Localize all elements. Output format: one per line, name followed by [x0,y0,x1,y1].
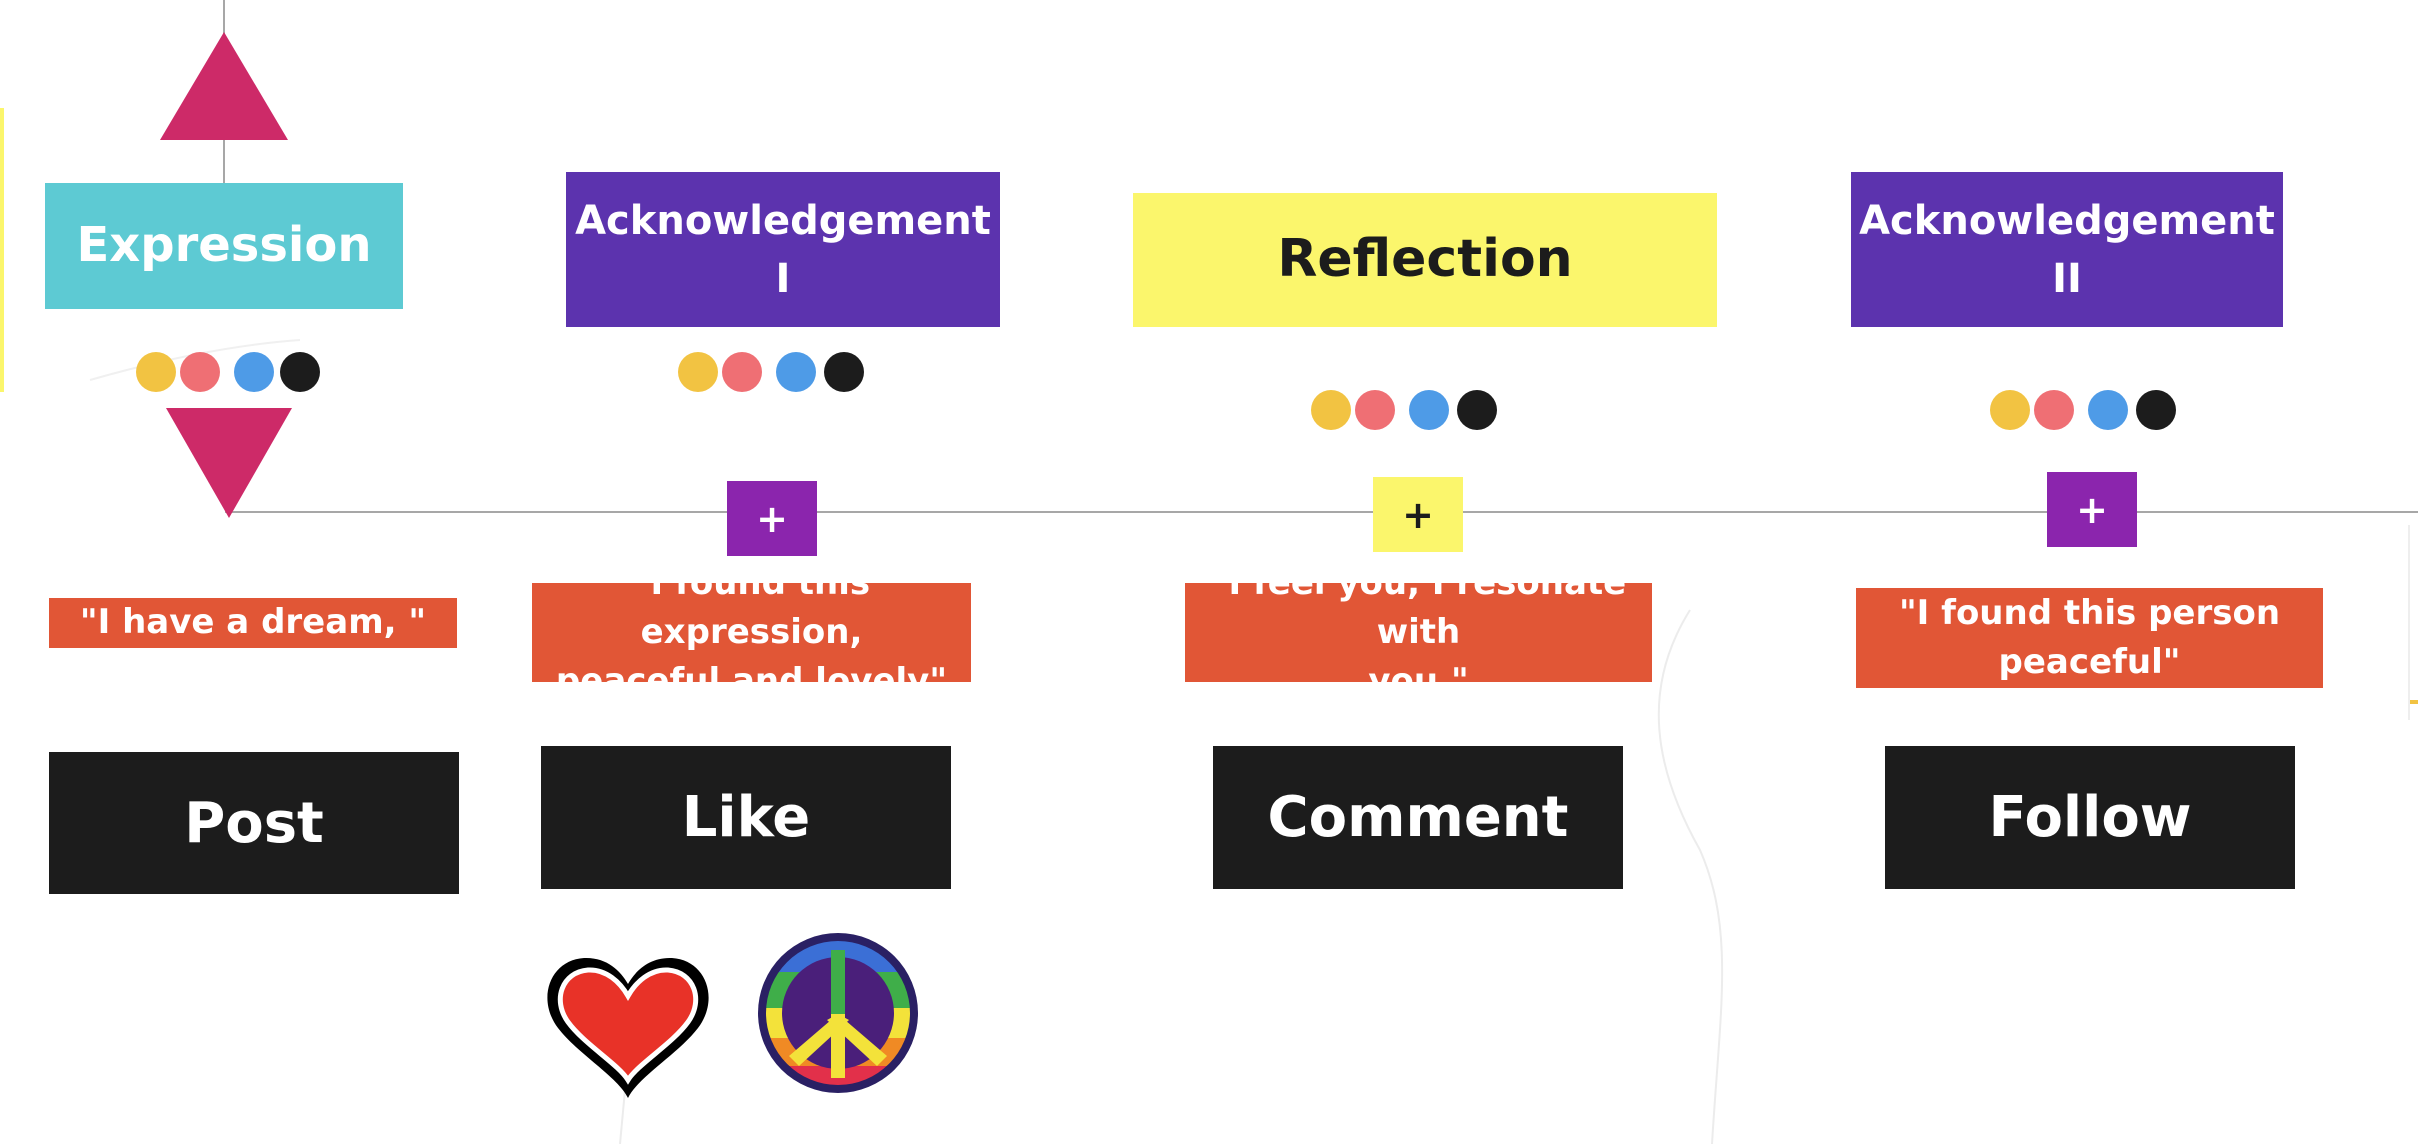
stage-acknowledgement-2-label: Acknowledgement II [1859,197,2275,302]
dot-blue [2088,390,2128,430]
add-button-acknowledgement-1[interactable]: + [727,481,817,556]
left-edge-shape [0,108,4,392]
reaction-dots-acknowledgement-2 [1990,390,2180,430]
quote-acknowledgement-1: "I found this expression, peaceful and l… [532,563,971,701]
dot-blue [776,352,816,392]
follow-button-label: Follow [1988,785,2192,850]
reaction-dots-acknowledgement-1 [678,352,868,392]
dot-black [824,352,864,392]
add-button-acknowledgement-2[interactable]: + [2047,472,2137,547]
stage-reflection[interactable]: Reflection [1133,193,1717,327]
post-button[interactable]: Post [49,752,459,894]
dot-black [1457,390,1497,430]
dot-blue [1409,390,1449,430]
quote-acknowledgement-2-text: "I found this person peaceful" [1898,592,2281,682]
quote-expression-text: "I have a dream, " [79,602,427,643]
dot-yellow [1990,390,2030,430]
dot-black [280,352,320,392]
like-button-label: Like [681,785,811,850]
stage-acknowledgement-1[interactable]: Acknowledgement I [566,172,1000,327]
add-button-label: + [2076,487,2108,532]
reaction-dots-expression [136,352,322,392]
dot-yellow [1311,390,1351,430]
quote-reflection-text: "I feel you, I resonate with you." [1210,562,1627,702]
stage-expression[interactable]: Expression [45,183,403,309]
dot-black [2136,390,2176,430]
quote-acknowledgement-2: "I found this person peaceful" [1856,588,2323,688]
add-button-label: + [756,496,788,541]
add-button-label: + [1402,492,1434,537]
add-button-reflection[interactable]: + [1373,477,1463,552]
reaction-dots-reflection [1311,390,1501,430]
dot-blue [234,352,274,392]
dot-pink [2034,390,2074,430]
like-button[interactable]: Like [541,746,951,889]
heart-icon [547,957,709,1098]
post-button-label: Post [184,790,324,856]
dot-pink [180,352,220,392]
follow-button[interactable]: Follow [1885,746,2295,889]
peace-sign-icon [758,933,918,1093]
comment-button-label: Comment [1267,785,1569,850]
stage-reflection-label: Reflection [1277,229,1573,290]
stage-acknowledgement-2[interactable]: Acknowledgement II [1851,172,2283,327]
stage-expression-label: Expression [76,217,372,274]
stage-acknowledgement-1-label: Acknowledgement I [575,197,991,302]
dot-pink [1355,390,1395,430]
triangle-down-icon [166,408,292,518]
quote-acknowledgement-1-text: "I found this expression, peaceful and l… [555,562,948,702]
dot-pink [722,352,762,392]
right-edge-marker [2410,700,2418,704]
triangle-up-icon [160,32,288,140]
quote-expression: "I have a dream, " [49,598,457,648]
timeline-line [225,511,2418,513]
dot-yellow [136,352,176,392]
right-edge-shape [2408,525,2418,720]
comment-button[interactable]: Comment [1213,746,1623,889]
quote-reflection: "I feel you, I resonate with you." [1185,563,1652,701]
dot-yellow [678,352,718,392]
